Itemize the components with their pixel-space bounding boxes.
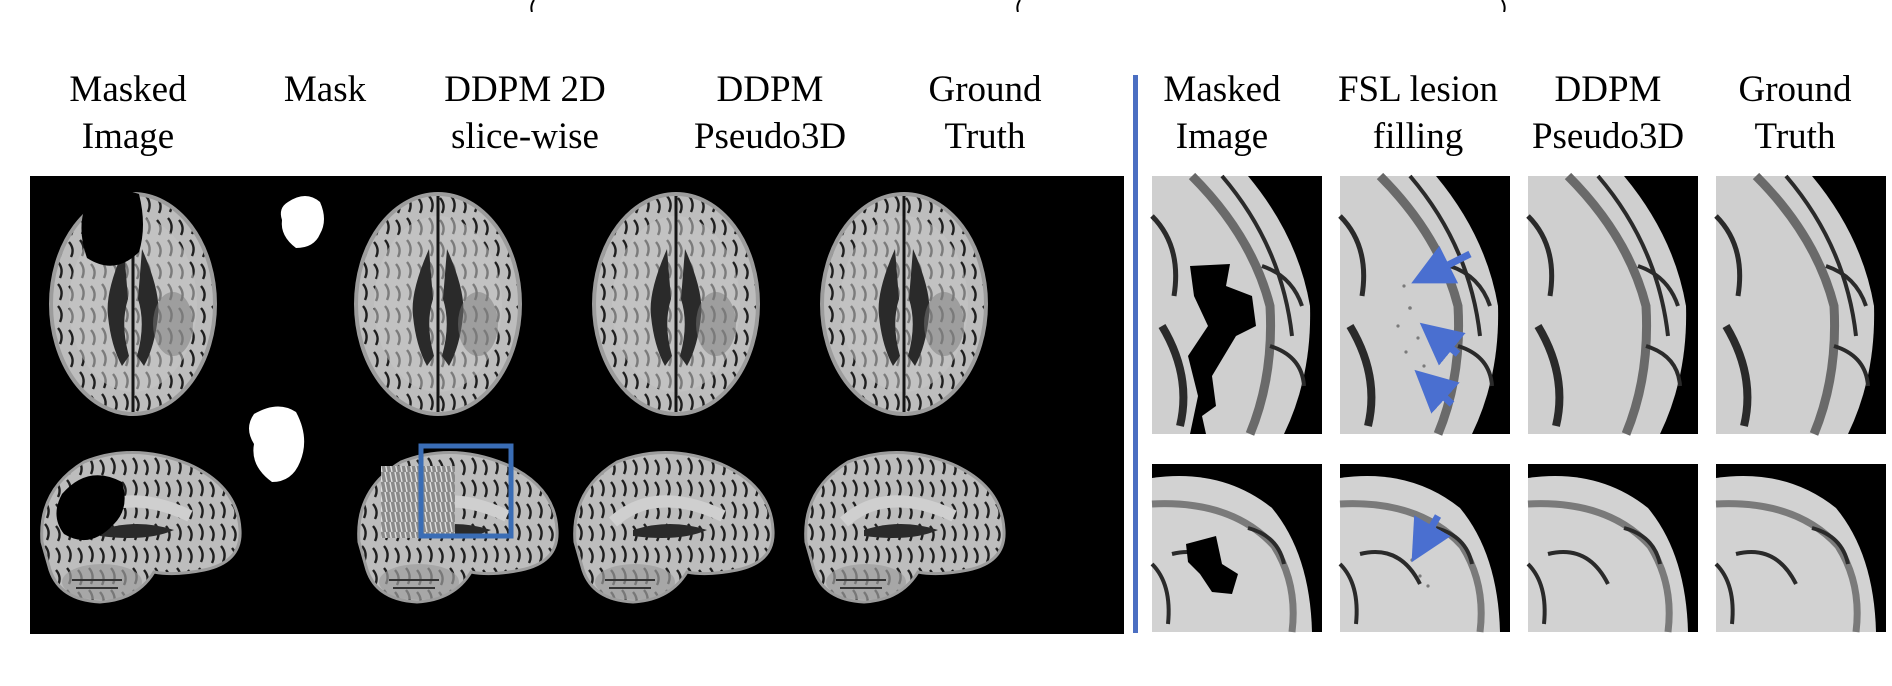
zoom-bottom-fsl — [1340, 464, 1510, 632]
brain-axial-ddpm-pseudo3d — [592, 192, 760, 416]
zoom-top-masked — [1152, 176, 1322, 434]
zoom-bottom-masked — [1152, 464, 1322, 632]
panel-divider — [1133, 75, 1138, 633]
zoom-top-ground-truth — [1716, 176, 1886, 434]
arrow-3 — [1414, 369, 1460, 414]
brain-axial-ddpm-2d — [354, 192, 522, 416]
left-image-panel — [30, 176, 1124, 634]
mask-axial — [280, 196, 324, 248]
brain-sagittal-ddpm-2d — [359, 452, 557, 602]
right-image-panel — [1140, 170, 1892, 640]
brain-axial-ground-truth — [820, 192, 988, 416]
mask-sagittal — [249, 406, 305, 482]
brain-sagittal-ground-truth — [806, 452, 1004, 602]
header-mask: Mask — [283, 69, 367, 110]
arrow-1 — [1411, 245, 1472, 284]
zoom-top-ddpm-pseudo3d — [1528, 176, 1698, 434]
brain-axial-masked — [49, 188, 217, 416]
zoom-bottom-ground-truth — [1716, 464, 1886, 632]
clipped-top-text — [530, 0, 1506, 12]
brain-sagittal-masked — [42, 452, 240, 602]
brain-sagittal-ddpm-pseudo3d — [575, 452, 773, 602]
highlight-box — [418, 443, 514, 539]
arrow-4 — [1411, 514, 1451, 563]
zoom-top-fsl — [1340, 176, 1510, 434]
arrow-2 — [1419, 322, 1466, 366]
zoom-bottom-ddpm-pseudo3d — [1528, 464, 1698, 632]
